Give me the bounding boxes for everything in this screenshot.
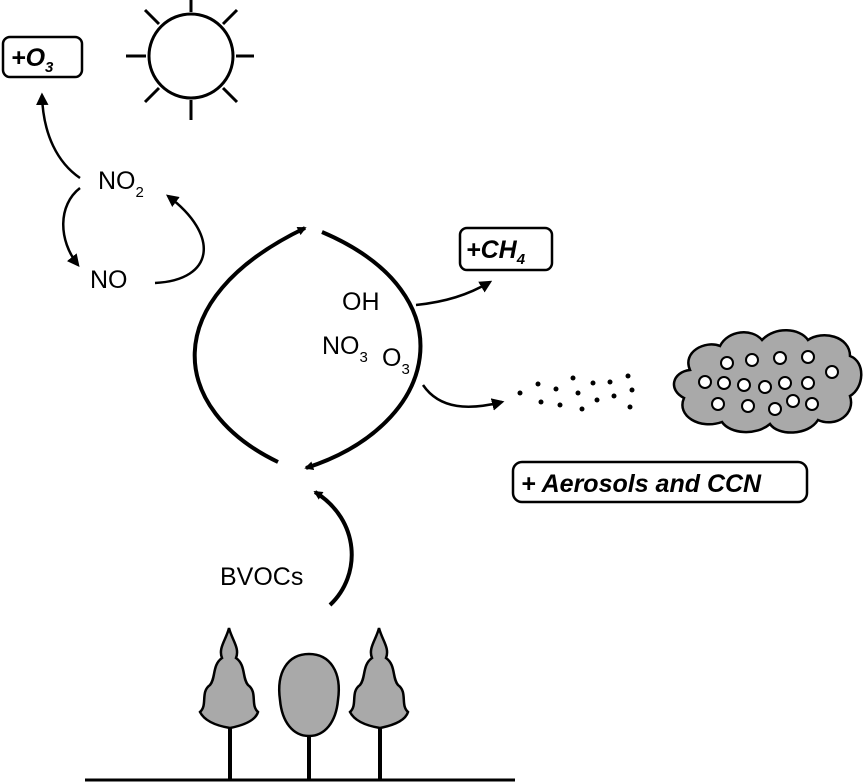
tree-icon	[348, 627, 410, 780]
aerosol-particles	[517, 373, 635, 412]
no2-to-ozone-arrow	[36, 92, 81, 180]
bvocs-arrow	[313, 490, 354, 607]
tree-icon	[198, 627, 260, 780]
no2-label: NO2	[98, 167, 144, 201]
oxidation-loop-left-arc	[192, 226, 307, 464]
methane-arrow	[415, 280, 493, 307]
no3-label: NO3	[322, 332, 368, 366]
no-label: NO	[90, 266, 128, 294]
o3-label: O3	[382, 344, 410, 378]
no2-to-no-arrow	[62, 187, 81, 267]
aerosols-label: + Aerosols and CCN	[521, 470, 762, 498]
ozone-box: +O3	[1, 35, 84, 79]
tree-icon	[278, 652, 340, 780]
oxidation-loop-right-arc	[304, 230, 423, 471]
oh-label: OH	[342, 288, 380, 316]
cloud-icon	[672, 329, 863, 434]
ozone-label: +O3	[11, 44, 54, 76]
bvocs-label: BVOCs	[220, 563, 303, 591]
no-to-no2-arrow	[154, 194, 205, 285]
methane-box: +CH4	[458, 226, 554, 272]
methane-label: +CH4	[466, 236, 526, 268]
sun-icon	[126, 0, 254, 120]
aerosols-box: + Aerosols and CCN	[511, 460, 809, 504]
aerosol-arrow	[421, 384, 505, 411]
